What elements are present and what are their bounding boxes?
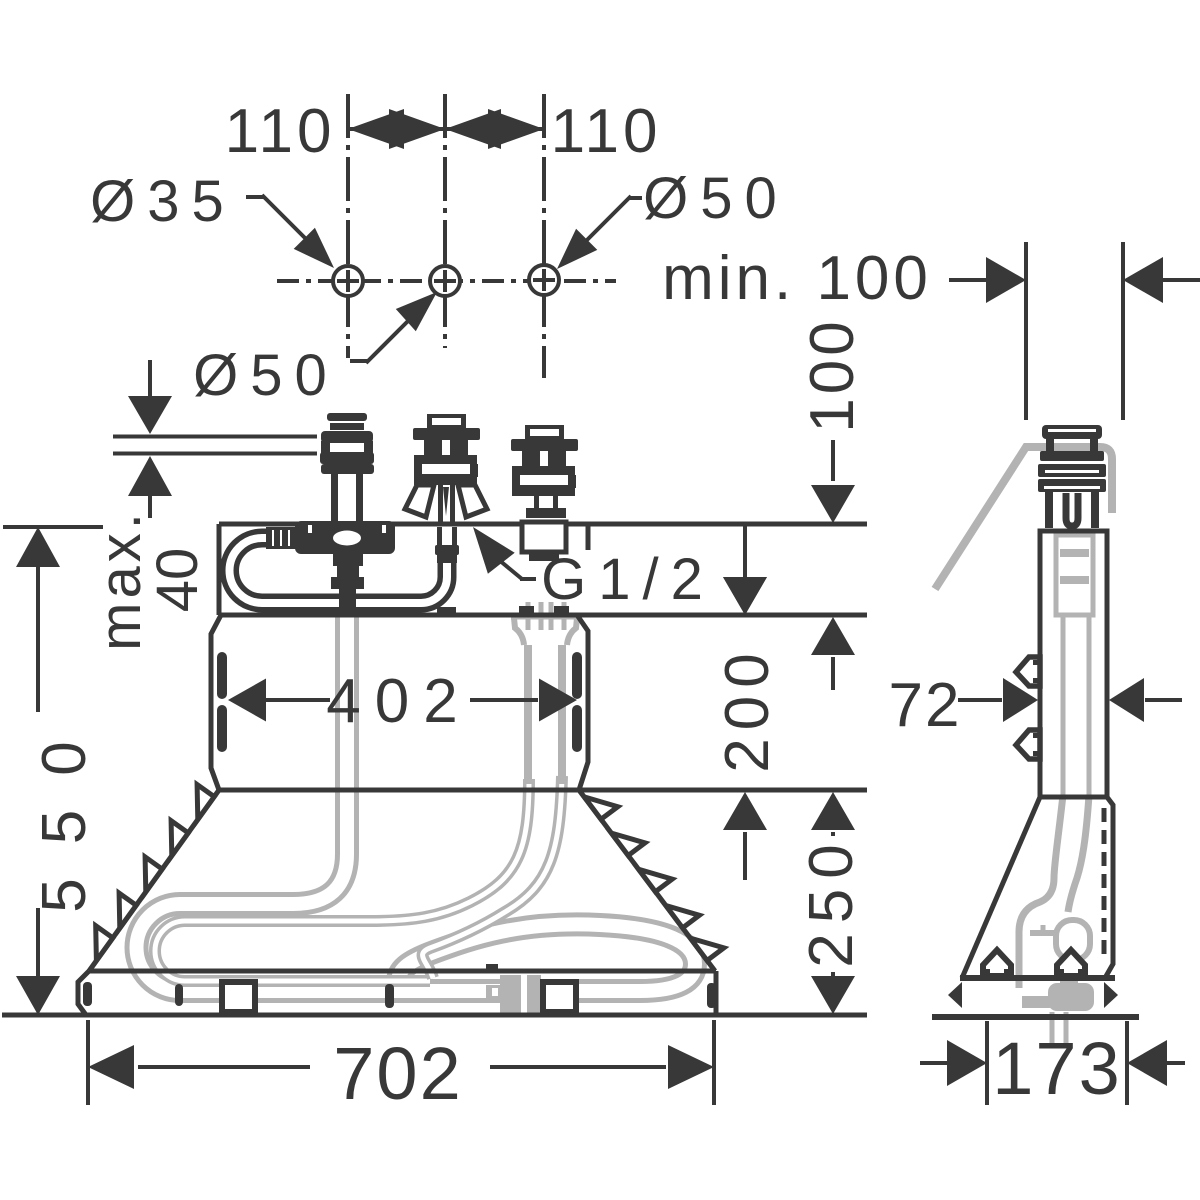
- svg-text:173: 173: [992, 1027, 1121, 1110]
- svg-text:72: 72: [889, 671, 962, 740]
- svg-text:G1/2: G1/2: [541, 547, 715, 612]
- svg-text:550: 550: [30, 707, 99, 912]
- svg-text:110: 110: [225, 97, 336, 166]
- svg-text:min. 100: min. 100: [662, 244, 932, 313]
- svg-text:Ø50: Ø50: [193, 343, 339, 408]
- svg-text:702: 702: [333, 1032, 462, 1115]
- svg-text:Ø50: Ø50: [643, 166, 789, 231]
- svg-text:110: 110: [551, 97, 662, 166]
- svg-text:402: 402: [326, 667, 471, 736]
- svg-text:40: 40: [145, 548, 210, 613]
- svg-text:max.: max.: [88, 509, 153, 651]
- svg-text:100: 100: [798, 317, 867, 432]
- svg-text:200: 200: [713, 645, 782, 772]
- svg-text:Ø35: Ø35: [90, 169, 236, 234]
- svg-text:250: 250: [797, 834, 866, 967]
